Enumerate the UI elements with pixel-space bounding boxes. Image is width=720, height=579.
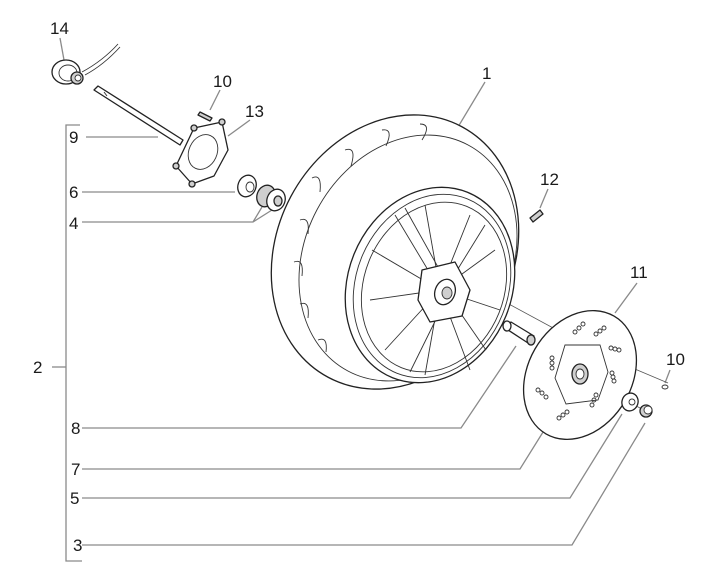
brake-disc-part — [522, 309, 638, 441]
speedometer-drive-part — [51, 43, 121, 85]
callout-12: 12 — [540, 170, 559, 189]
callout-10-upper: 10 — [213, 72, 232, 91]
callout-5: 5 — [70, 489, 79, 508]
leader-14 — [59, 37, 65, 61]
callout-3: 3 — [73, 536, 82, 555]
callout-10-disc: 10 — [666, 350, 685, 369]
callout-13: 13 — [245, 102, 264, 121]
callout-14: 14 — [50, 19, 69, 38]
disc-holes — [535, 321, 622, 421]
callout-7: 7 — [71, 460, 80, 479]
leader-4 — [82, 206, 273, 223]
axle-part — [93, 85, 184, 146]
leader-10a — [209, 89, 221, 111]
callout-8: 8 — [71, 419, 80, 438]
wheel-part — [270, 114, 520, 390]
spacer-part — [502, 320, 536, 346]
callout-11: 11 — [630, 263, 648, 282]
axle-nut-part — [639, 404, 653, 418]
leader-3 — [82, 422, 646, 546]
leader-12 — [539, 188, 549, 209]
callout-1: 1 — [482, 64, 491, 83]
callout-2: 2 — [33, 358, 42, 377]
leader-7 — [82, 391, 569, 470]
callout-4: 4 — [69, 214, 78, 233]
callout-9: 9 — [69, 128, 78, 147]
screw-disc-part — [661, 384, 669, 390]
bearings-part — [256, 184, 286, 212]
group-bracket — [52, 124, 82, 562]
leader-8 — [82, 345, 517, 429]
leader-10b — [664, 369, 671, 384]
callout-6: 6 — [69, 183, 78, 202]
washer-part — [621, 392, 639, 412]
valve-part — [529, 209, 544, 223]
screw-upper-part — [197, 111, 213, 122]
leader-1 — [454, 81, 486, 133]
leader-13 — [227, 119, 251, 137]
callout-labels: 14 10 13 9 6 4 2 1 12 11 10 8 7 5 3 — [33, 19, 685, 555]
leader-5 — [82, 413, 623, 499]
leader-11 — [614, 282, 638, 314]
drive-bracket-part — [172, 118, 229, 188]
oil-seal-part — [237, 174, 257, 198]
